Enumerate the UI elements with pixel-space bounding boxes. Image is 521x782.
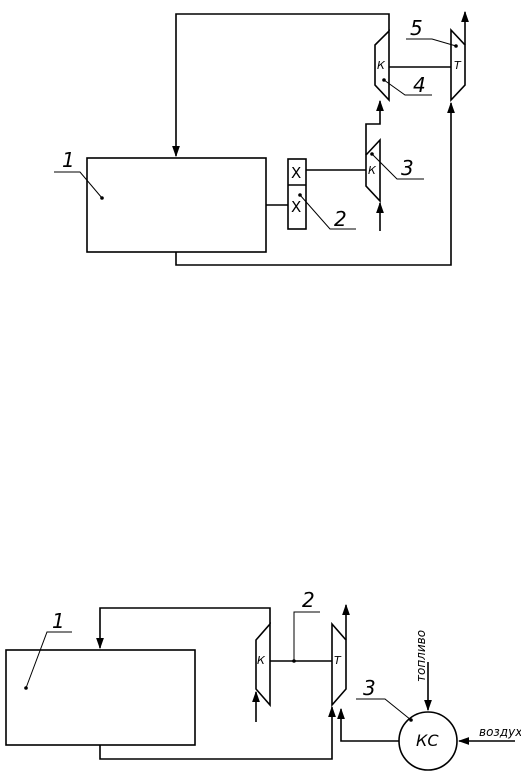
turbine-top-symbol: Т bbox=[454, 59, 462, 72]
compressor-bottom-symbol: К bbox=[257, 654, 266, 667]
compressor-high-leader bbox=[383, 79, 432, 96]
shaft-leader bbox=[293, 611, 320, 661]
label-shaft: 2 bbox=[302, 588, 315, 612]
gear-symbol-top: X bbox=[291, 164, 301, 182]
gearbox-leader bbox=[299, 194, 356, 230]
compressor-bottom bbox=[255, 621, 271, 708]
compressor-low bbox=[365, 137, 381, 204]
compressor-low-leader bbox=[371, 153, 424, 180]
label-compressor-low: 3 bbox=[401, 156, 414, 180]
gear-symbol-bottom: X bbox=[291, 198, 301, 216]
exhaust-engine-to-turbine bbox=[175, 101, 455, 266]
gearbox bbox=[287, 158, 307, 230]
bottom-scheme: 1 К 2 Т КС 3 топливо воздух bbox=[5, 588, 521, 771]
air-input-label: воздух bbox=[479, 725, 521, 739]
engine-leader-bottom bbox=[25, 631, 72, 689]
duct-low-to-high bbox=[365, 99, 384, 155]
engine-leader-top bbox=[54, 171, 103, 199]
combustion-chamber-symbol: КС bbox=[416, 731, 439, 750]
label-gearbox: 2 bbox=[334, 207, 347, 231]
label-turbine-top: 5 bbox=[410, 16, 423, 40]
top-scheme: 1 X X 2 К 3 К 4 Т bbox=[54, 10, 469, 266]
label-engine-top: 1 bbox=[62, 148, 75, 172]
compressor-high-symbol: К bbox=[377, 59, 386, 72]
turbine-bottom-symbol: Т bbox=[334, 654, 342, 667]
turbine-leader bbox=[406, 38, 457, 47]
label-combustor: 3 bbox=[363, 676, 376, 700]
label-compressor-high: 4 bbox=[413, 73, 426, 97]
exhaust-engine-to-turbine-bottom bbox=[99, 705, 336, 760]
charge-air-to-engine-bottom bbox=[96, 607, 271, 650]
fuel-input-label: топливо bbox=[414, 630, 428, 682]
compressor-high bbox=[374, 29, 390, 103]
turbine-bottom bbox=[331, 621, 347, 708]
label-engine-bottom: 1 bbox=[52, 609, 65, 633]
engine-block-top bbox=[86, 157, 267, 253]
charge-air-to-engine bbox=[172, 13, 390, 158]
engine-block-bottom bbox=[5, 649, 196, 746]
gas-combustor-to-turbine bbox=[337, 707, 399, 742]
combustor-leader bbox=[356, 698, 412, 721]
compressor-low-symbol: К bbox=[368, 164, 377, 177]
turbine-top bbox=[450, 27, 466, 103]
